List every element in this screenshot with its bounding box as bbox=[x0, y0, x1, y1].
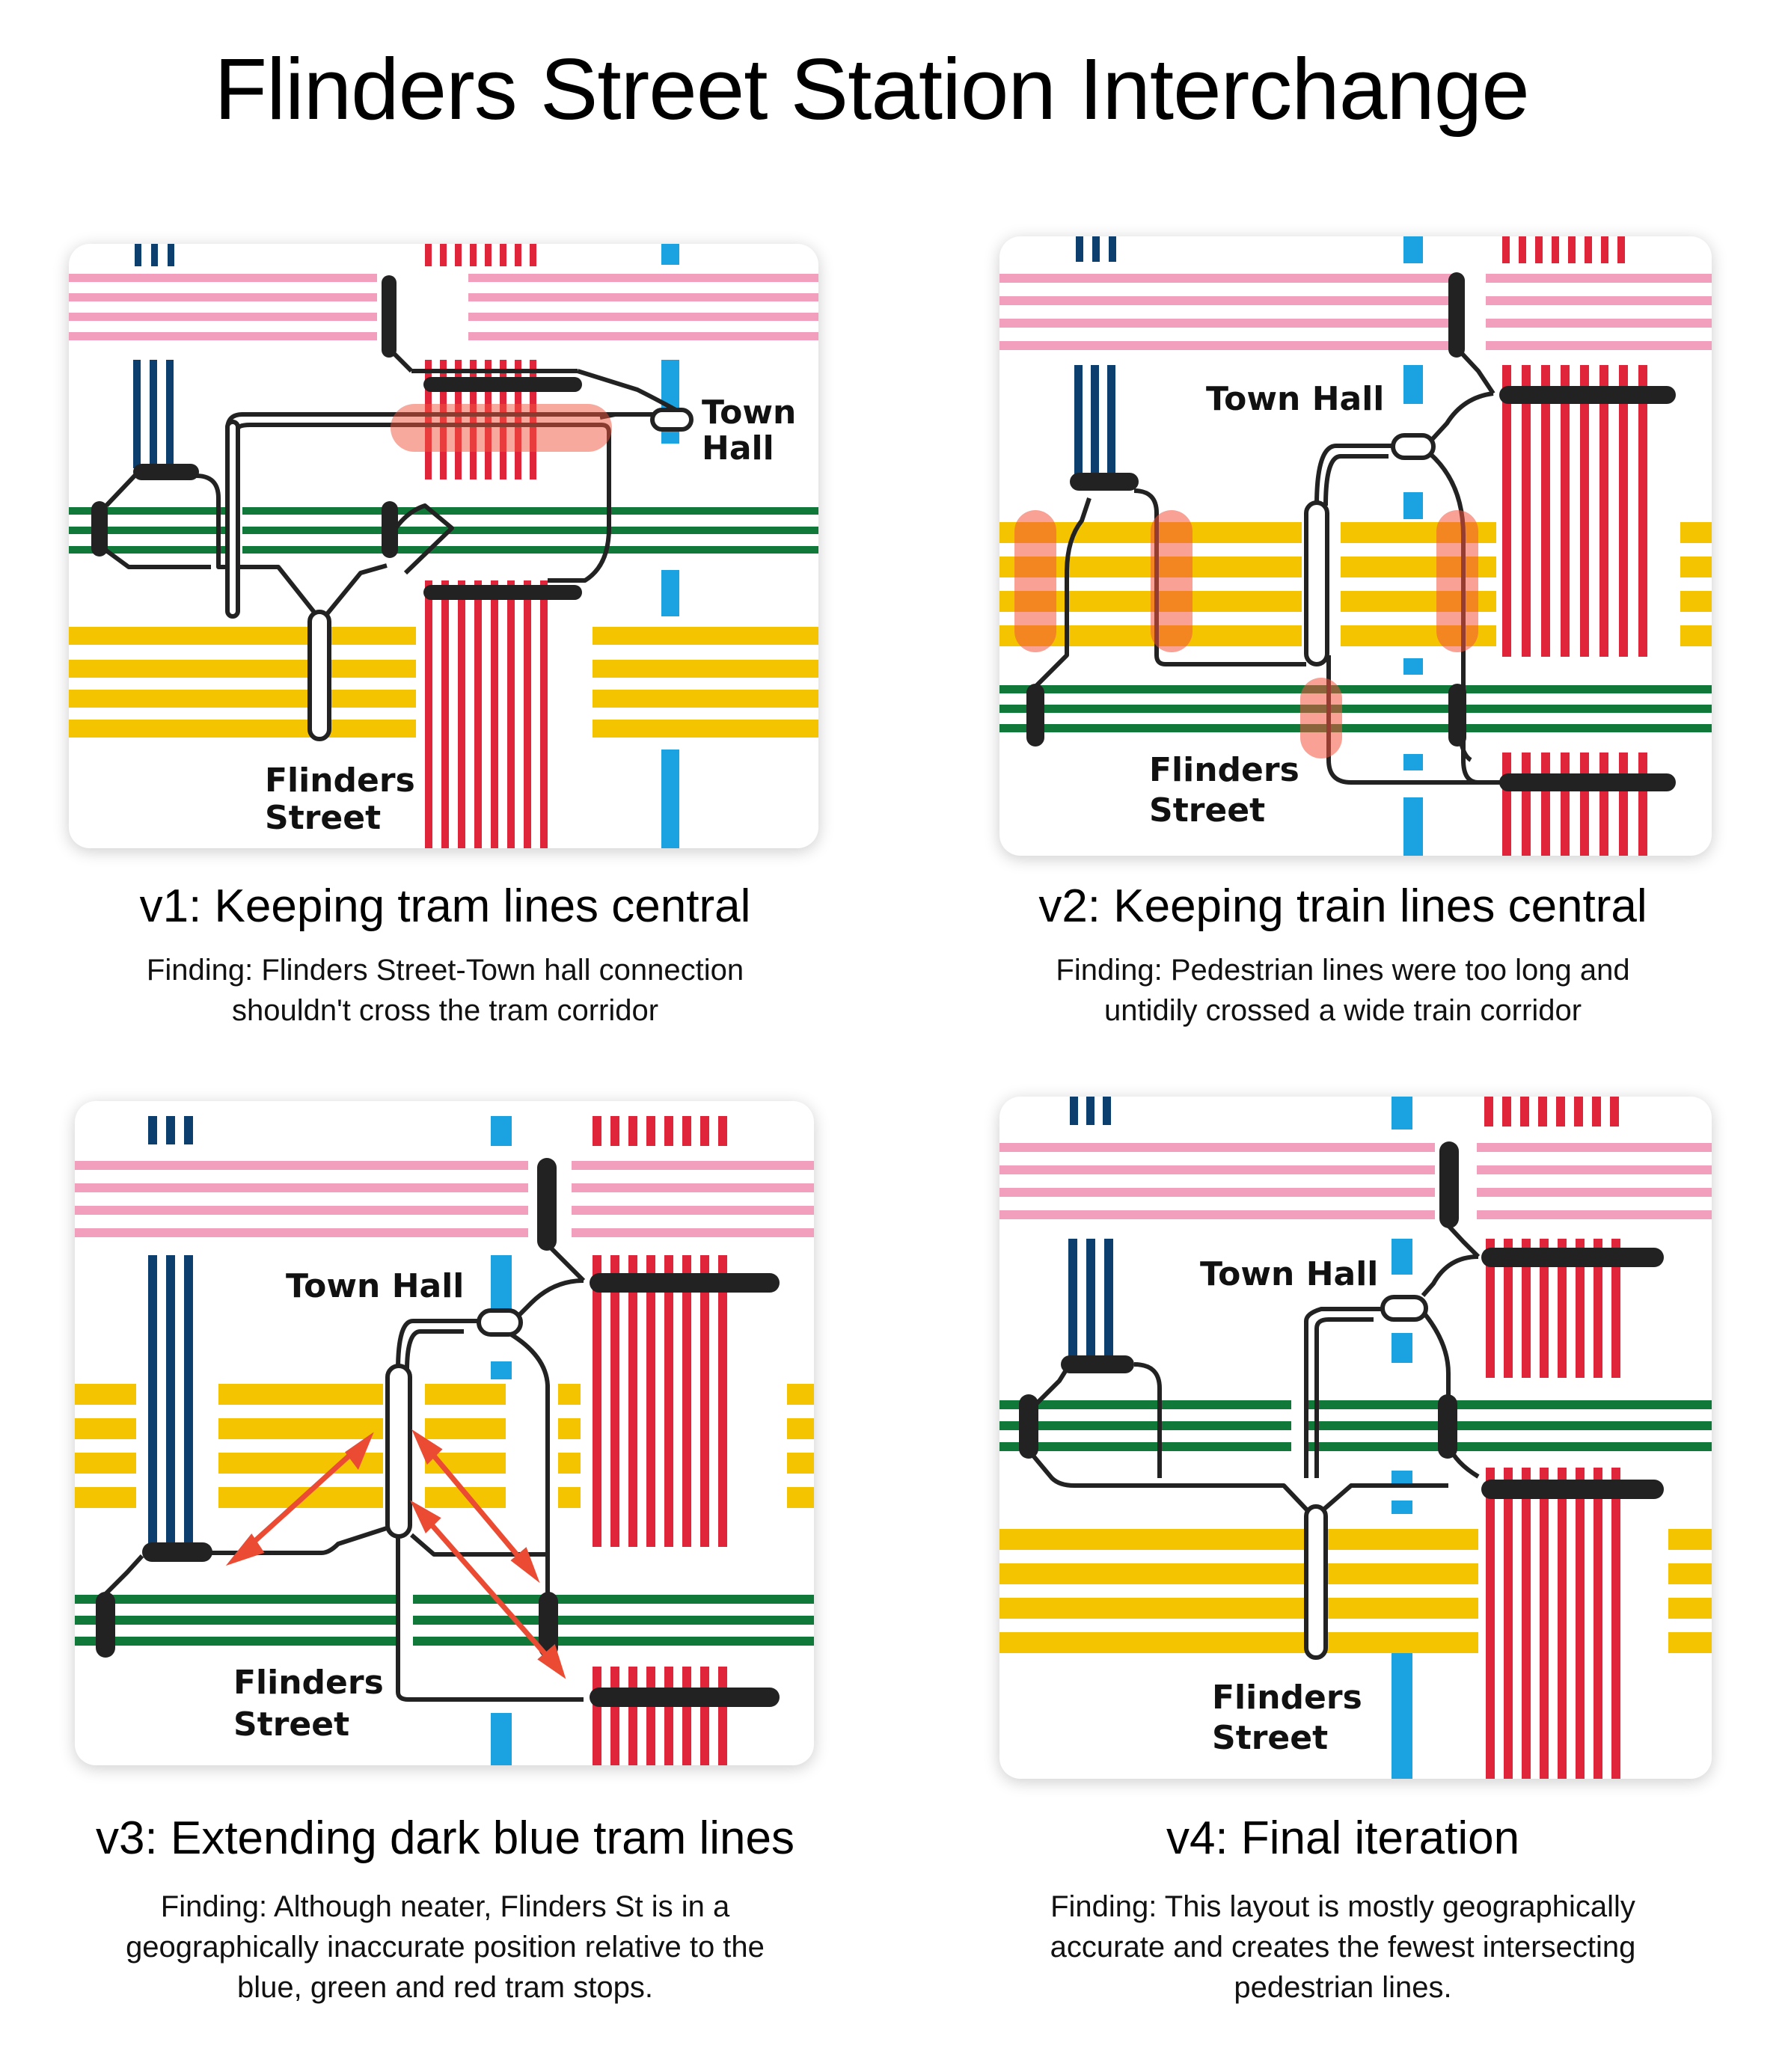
panel-finding-v4: Finding: This layout is mostly geographi… bbox=[928, 1886, 1758, 2008]
flinders-street-label-line1: Flinders bbox=[1149, 751, 1299, 789]
finding-line: shouldn't cross the tram corridor bbox=[231, 994, 659, 1027]
pedestrian-tubes bbox=[1304, 433, 1436, 666]
finding-line: pedestrian lines. bbox=[1234, 1971, 1452, 2004]
town-hall-label-line1: Town bbox=[702, 393, 796, 432]
platforms bbox=[96, 1158, 780, 1707]
finding-line: untidily crossed a wide train corridor bbox=[1103, 994, 1582, 1027]
yellow-train-lines bbox=[999, 1529, 1712, 1653]
dark-blue-tram-lines bbox=[148, 1116, 193, 1550]
pedestrian-tubes bbox=[225, 408, 694, 741]
finding-line: blue, green and red tram stops. bbox=[237, 1971, 653, 2004]
panel-finding-v3: Finding: Although neater, Flinders St is… bbox=[30, 1886, 860, 2008]
finding-line: Finding: This layout is mostly geographi… bbox=[1050, 1890, 1635, 1923]
panel-finding-v1: Finding: Flinders Street-Town hall conne… bbox=[30, 950, 860, 1031]
dark-blue-tram-lines bbox=[1068, 1097, 1113, 1358]
pink-train-lines bbox=[999, 274, 1712, 350]
dark-blue-tram-lines bbox=[1074, 236, 1116, 477]
pedestrian-tubes bbox=[385, 1308, 523, 1539]
finding-line: Finding: Although neater, Flinders St is… bbox=[160, 1890, 730, 1923]
light-blue-tram-line bbox=[1392, 1097, 1412, 1779]
panel-caption-v2: v2: Keeping train lines central bbox=[1038, 880, 1647, 932]
pedestrian-paths bbox=[104, 346, 693, 616]
network-diagram-v3: Town Hall Flinders Street bbox=[75, 1116, 814, 1765]
green-tram-lines bbox=[75, 1595, 814, 1646]
red-tram-lines bbox=[1484, 1097, 1620, 1779]
panel-caption-v1: v1: Keeping tram lines central bbox=[139, 880, 751, 932]
diagram-card-v1: Town Hall Flinders Street bbox=[69, 244, 818, 848]
green-tram-lines bbox=[999, 685, 1712, 732]
flinders-street-label-line1: Flinders bbox=[233, 1664, 384, 1702]
network-diagram-v4: Town Hall Flinders Street bbox=[999, 1097, 1712, 1779]
platforms bbox=[1019, 1141, 1664, 1499]
flinders-street-label-line2: Street bbox=[265, 799, 381, 837]
town-hall-label: Town Hall bbox=[286, 1267, 464, 1305]
diagram-card-v4: Town Hall Flinders Street bbox=[999, 1097, 1712, 1779]
town-hall-label: Town Hall bbox=[1200, 1255, 1378, 1293]
problem-highlight bbox=[391, 404, 612, 452]
flinders-street-label-line2: Street bbox=[1212, 1719, 1328, 1757]
pink-train-lines bbox=[999, 1143, 1712, 1219]
green-tram-lines bbox=[999, 1400, 1712, 1451]
comparison-arrows bbox=[225, 1429, 566, 1679]
finding-line: accurate and creates the fewest intersec… bbox=[1050, 1931, 1636, 1964]
town-hall-label: Town Hall bbox=[1206, 380, 1384, 418]
panel-finding-v2: Finding: Pedestrian lines were too long … bbox=[928, 950, 1758, 1031]
pedestrian-paths bbox=[1035, 346, 1501, 785]
finding-line: Finding: Pedestrian lines were too long … bbox=[1056, 954, 1630, 987]
flinders-street-label-line2: Street bbox=[233, 1705, 349, 1744]
diagram-card-v2: Town Hall Flinders Street bbox=[999, 236, 1712, 856]
yellow-train-lines bbox=[69, 627, 818, 738]
finding-line: Finding: Flinders Street-Town hall conne… bbox=[146, 954, 744, 987]
red-tram-lines bbox=[1502, 236, 1647, 856]
dark-blue-tram-lines bbox=[133, 244, 174, 468]
network-diagram-v2: Town Hall Flinders Street bbox=[999, 236, 1712, 856]
pink-train-lines bbox=[75, 1161, 814, 1237]
diagram-card-v3: Town Hall Flinders Street bbox=[75, 1101, 814, 1765]
network-diagram-v1: Town Hall Flinders Street bbox=[69, 244, 818, 848]
green-tram-lines bbox=[69, 507, 818, 554]
page-title: Flinders Street Station Interchange bbox=[214, 40, 1530, 138]
flinders-street-label-line1: Flinders bbox=[265, 761, 415, 800]
yellow-train-lines bbox=[75, 1384, 814, 1508]
problem-highlights bbox=[1014, 510, 1478, 758]
flinders-street-label-line2: Street bbox=[1149, 791, 1265, 830]
platforms bbox=[91, 275, 582, 600]
flinders-street-label-line1: Flinders bbox=[1212, 1679, 1362, 1717]
panel-caption-v4: v4: Final iteration bbox=[1166, 1812, 1520, 1864]
platforms bbox=[1026, 272, 1676, 791]
town-hall-label-line2: Hall bbox=[702, 429, 774, 468]
panel-caption-v3: v3: Extending dark blue tram lines bbox=[96, 1812, 795, 1864]
light-blue-tram-line bbox=[1403, 236, 1423, 856]
finding-line: geographically inaccurate position relat… bbox=[126, 1931, 765, 1964]
pedestrian-tubes bbox=[1304, 1295, 1428, 1660]
